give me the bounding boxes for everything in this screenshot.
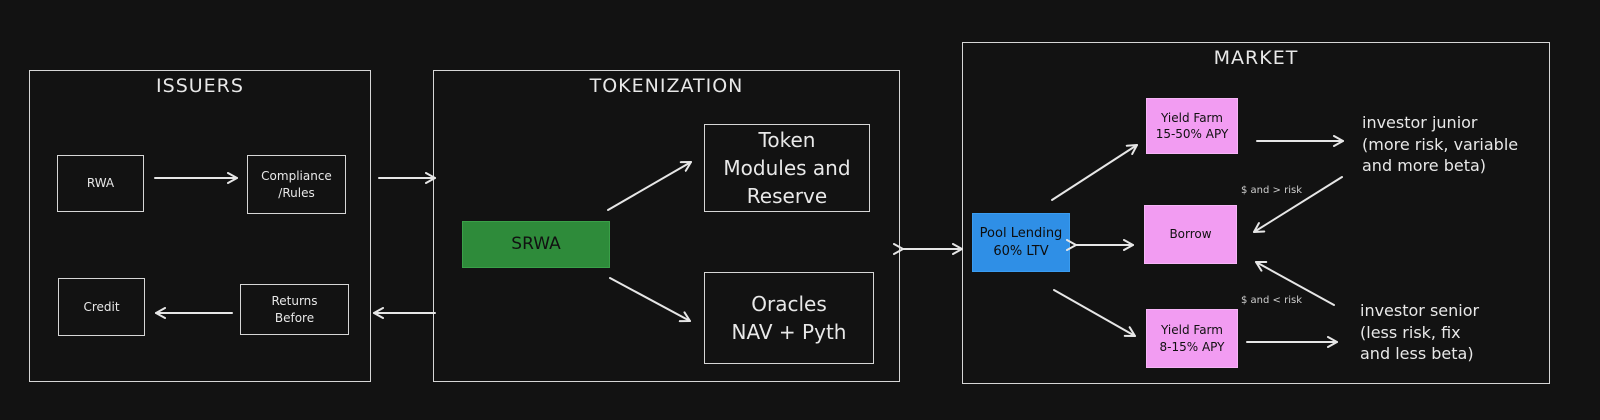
returns-before-box: Returns Before — [240, 284, 349, 335]
senior-risk-label: $ and < risk — [1241, 295, 1302, 306]
junior-risk-label: $ and > risk — [1241, 185, 1302, 196]
tokenization-title: TOKENIZATION — [589, 75, 744, 97]
investor-senior-label: investor senior (less risk, fix and less… — [1360, 301, 1480, 364]
pool-lending-box: Pool Lending 60% LTV — [972, 213, 1070, 272]
yield-farm-junior-box: Yield Farm 15-50% APY — [1146, 98, 1238, 154]
tokenization-panel: TOKENIZATION — [433, 70, 900, 382]
market-panel: MARKET — [962, 42, 1550, 384]
oracles-box: Oracles NAV + Pyth — [704, 272, 874, 364]
compliance-rules-box: Compliance /Rules — [247, 155, 346, 214]
borrow-box: Borrow — [1144, 205, 1237, 264]
issuers-title: ISSUERS — [156, 75, 244, 97]
market-title: MARKET — [1213, 47, 1299, 69]
yield-farm-senior-box: Yield Farm 8-15% APY — [1146, 309, 1238, 368]
rwa-box: RWA — [57, 155, 144, 212]
investor-junior-label: investor junior (more risk, variable and… — [1362, 113, 1519, 176]
srwa-box: SRWA — [462, 221, 610, 268]
token-modules-box: Token Modules and Reserve — [704, 124, 870, 212]
issuers-panel: ISSUERS — [29, 70, 371, 382]
credit-box: Credit — [58, 278, 145, 336]
